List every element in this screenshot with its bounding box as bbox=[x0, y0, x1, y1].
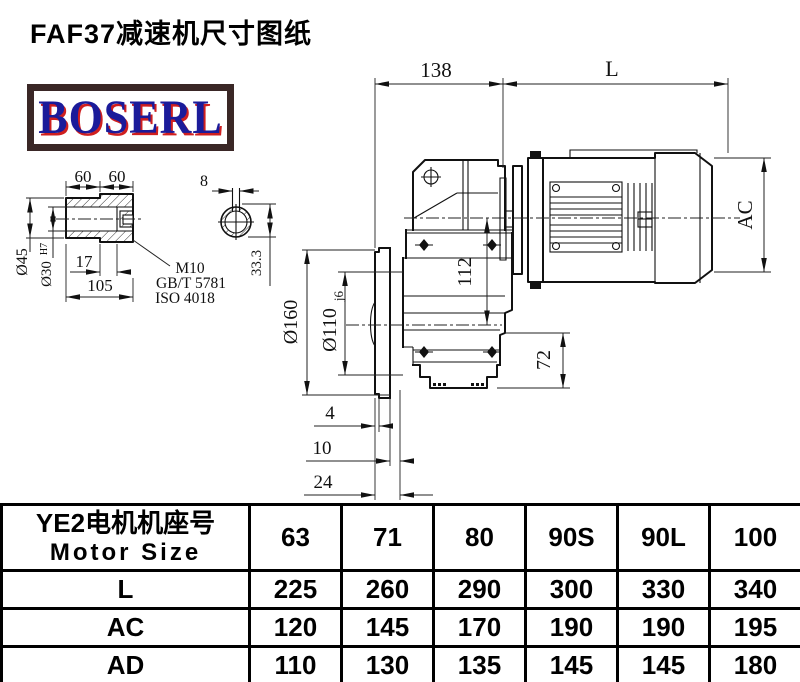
row-label-AC: AC bbox=[0, 607, 251, 648]
AD-value: 135 bbox=[432, 645, 527, 682]
L-value: 290 bbox=[432, 569, 527, 610]
boserl-logo: BOSERL bbox=[27, 84, 234, 151]
dim-4: 4 bbox=[325, 403, 335, 424]
motor-size-label-cn: YE2电机机座号 bbox=[35, 507, 216, 538]
size-90l: 90L bbox=[616, 503, 711, 572]
dim-dia30: Ø30 bbox=[39, 261, 55, 287]
dim-dia45: Ø45 bbox=[14, 248, 31, 276]
shaft-detail-view: 60 60 Ø45 Ø30 H7 17 105 bbox=[14, 167, 226, 307]
table-row: YE2电机机座号 Motor Size 63 71 80 90S 90L 100 bbox=[0, 503, 800, 572]
AD-value: 110 bbox=[248, 645, 343, 682]
standard-iso: ISO 4018 bbox=[155, 290, 215, 307]
motor-size-label-en: Motor Size bbox=[49, 538, 202, 566]
size-100: 100 bbox=[708, 503, 800, 572]
shaft-end-view: 8 33.3 bbox=[200, 173, 276, 286]
main-dimensions: 138 L AC 112 72 Ø160 Ø110 j6 bbox=[280, 56, 771, 500]
dim-138: 138 bbox=[420, 58, 452, 82]
AD-value: 145 bbox=[524, 645, 619, 682]
AD-value: 180 bbox=[708, 645, 800, 682]
dim-dia110: Ø110 bbox=[319, 308, 341, 352]
AC-value: 190 bbox=[616, 607, 711, 648]
dim-10: 10 bbox=[313, 438, 332, 459]
dim-60-right: 60 bbox=[109, 167, 126, 186]
thread-callout: M10 bbox=[175, 260, 205, 277]
L-value: 260 bbox=[340, 569, 435, 610]
page-title: FAF37减速机尺寸图纸 bbox=[30, 19, 313, 49]
standard-gb: GB/T 5781 bbox=[156, 275, 226, 292]
size-90s: 90S bbox=[524, 503, 619, 572]
row-label-AD: AD bbox=[0, 645, 251, 682]
dim-dia30-tolerance: H7 bbox=[39, 243, 50, 255]
dim-dia110-tolerance: j6 bbox=[331, 290, 346, 302]
L-value: 330 bbox=[616, 569, 711, 610]
table-row: AC 120 145 170 190 190 195 bbox=[0, 607, 800, 648]
AD-value: 145 bbox=[616, 645, 711, 682]
table-row: L 225 260 290 300 330 340 bbox=[0, 569, 800, 610]
dim-17: 17 bbox=[76, 252, 94, 271]
AC-value: 190 bbox=[524, 607, 619, 648]
L-value: 340 bbox=[708, 569, 800, 610]
size-80: 80 bbox=[432, 503, 527, 572]
dim-72: 72 bbox=[533, 350, 555, 370]
dim-24: 24 bbox=[314, 472, 334, 493]
motor-size-table: YE2电机机座号 Motor Size 63 71 80 90S 90L 100… bbox=[0, 503, 800, 682]
dim-33-3: 33.3 bbox=[249, 250, 265, 276]
AC-value: 120 bbox=[248, 607, 343, 648]
boserl-logo-text: BOSERL bbox=[38, 90, 223, 144]
L-value: 300 bbox=[524, 569, 619, 610]
dim-105: 105 bbox=[87, 276, 113, 295]
AC-value: 170 bbox=[432, 607, 527, 648]
motor-view bbox=[404, 149, 740, 289]
table-header-cell: YE2电机机座号 Motor Size bbox=[0, 503, 251, 572]
dim-112: 112 bbox=[454, 257, 476, 286]
dim-dia160: Ø160 bbox=[280, 300, 302, 344]
dim-L: L bbox=[605, 56, 618, 81]
table-row: AD 110 130 135 145 145 180 bbox=[0, 645, 800, 682]
AC-value: 195 bbox=[708, 607, 800, 648]
size-63: 63 bbox=[248, 503, 343, 572]
row-label-L: L bbox=[0, 569, 251, 610]
dim-60-left: 60 bbox=[75, 167, 92, 186]
size-71: 71 bbox=[340, 503, 435, 572]
AC-value: 145 bbox=[340, 607, 435, 648]
gearbox-view bbox=[346, 159, 513, 399]
AD-value: 130 bbox=[340, 645, 435, 682]
dim-AC: AC bbox=[733, 200, 757, 229]
dim-8: 8 bbox=[200, 173, 208, 190]
L-value: 225 bbox=[248, 569, 343, 610]
